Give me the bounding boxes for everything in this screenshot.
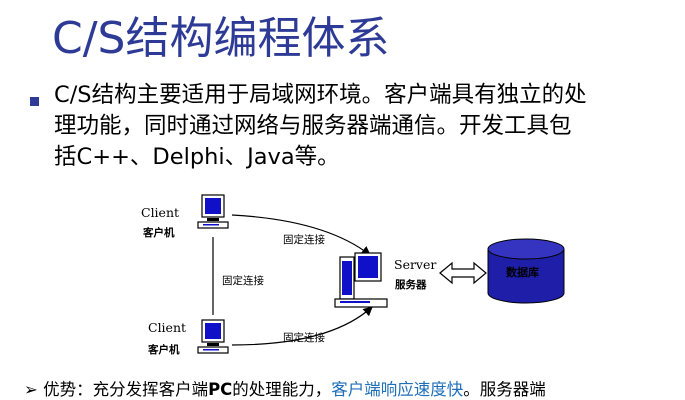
client-top-label-en: Client	[141, 205, 180, 220]
database-icon	[487, 238, 565, 304]
bottom-connection-arrow	[231, 306, 373, 346]
bullet-line-1: C/S结构主要适用于局域网环境。客户端具有独立的处	[54, 82, 587, 108]
server-computer-icon	[334, 252, 388, 308]
advantage-suffix: 。服务器端	[463, 380, 546, 399]
advantage-highlight: 客户端响应速度快	[331, 380, 464, 399]
server-database-double-arrow	[439, 261, 487, 285]
top-connection-arrow	[231, 214, 371, 256]
client-bottom-label-en: Client	[148, 320, 187, 335]
advantage-line: ➢ 优势：充分发挥客户端PC的处理能力，客户端响应速度快。服务器端	[24, 376, 546, 400]
advantage-pc: PC	[208, 380, 233, 399]
conn-middle-label: 固定连接	[222, 275, 264, 287]
cs-architecture-diagram: Client 客户机 Client 客户机 固定连接 固定连接 固定连接 Ser…	[0, 185, 685, 375]
advantage-prefix: 优势：充分发挥客户端	[43, 380, 209, 399]
server-label-cn: 服务器	[395, 279, 427, 291]
slide-title: C/S结构编程体系	[52, 13, 390, 64]
bullet-line-2: 理功能，同时通过网络与服务器端通信。开发工具包	[54, 113, 572, 139]
client-bottom-label-cn: 客户机	[148, 344, 180, 356]
diagram-graphics	[197, 194, 565, 354]
client-top-label-cn: 客户机	[143, 227, 175, 239]
conn-bottom-label: 固定连接	[283, 332, 325, 344]
arrow-bullet-icon: ➢	[24, 380, 38, 399]
bullet-line-3: 括C++、Delphi、Java等。	[54, 144, 340, 170]
database-label: 数据库	[506, 266, 539, 279]
client-top-computer-icon	[197, 194, 229, 229]
server-label-en: Server	[394, 257, 437, 272]
advantage-mid: 的处理能力，	[232, 380, 332, 399]
bullet-paragraph: C/S结构主要适用于局域网环境。客户端具有独立的处 理功能，同时通过网络与服务器…	[54, 80, 674, 173]
client-bottom-computer-icon	[197, 319, 229, 354]
conn-top-label: 固定连接	[283, 234, 325, 246]
bullet-marker	[30, 97, 39, 106]
